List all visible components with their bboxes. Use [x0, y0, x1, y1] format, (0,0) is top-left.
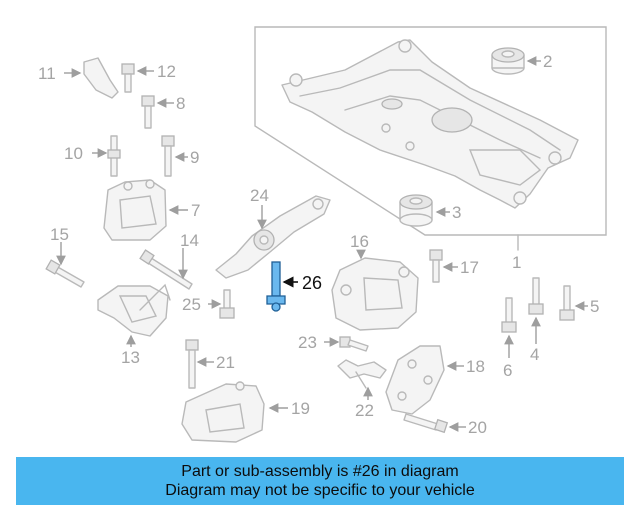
part-14-bolt[interactable]: [139, 249, 193, 290]
part-22-bracket[interactable]: [337, 359, 387, 389]
part-20-bolt[interactable]: [403, 413, 449, 434]
part-7-engine-mount[interactable]: [103, 179, 167, 241]
label-part-20[interactable]: 20: [468, 418, 487, 437]
label-part-17[interactable]: 17: [460, 258, 479, 277]
label-part-19[interactable]: 19: [291, 399, 310, 418]
label-part-7[interactable]: 7: [191, 201, 200, 220]
label-part-5[interactable]: 5: [590, 297, 599, 316]
part-18-bracket[interactable]: [385, 345, 445, 415]
label-part-26-highlighted[interactable]: 26: [302, 273, 322, 293]
label-part-24[interactable]: 24: [250, 186, 269, 205]
label-part-18[interactable]: 18: [466, 357, 485, 376]
part-24-torque-arm[interactable]: [215, 195, 331, 279]
leader-lines: [56, 56, 588, 432]
label-part-1[interactable]: 1: [512, 253, 521, 272]
label-part-2[interactable]: 2: [543, 52, 552, 71]
part-25-bolt[interactable]: [219, 289, 235, 319]
label-part-11[interactable]: 11: [38, 64, 56, 83]
label-part-6[interactable]: 6: [503, 361, 512, 380]
label-part-13[interactable]: 13: [121, 348, 140, 367]
label-part-22[interactable]: 22: [355, 401, 374, 420]
part-10-stud[interactable]: [107, 135, 121, 177]
part-4-bolt[interactable]: [528, 277, 544, 315]
banner-line-1: Part or sub-assembly is #26 in diagram: [181, 463, 459, 480]
label-part-8[interactable]: 8: [176, 94, 185, 113]
part-1-subframe[interactable]: [281, 39, 579, 209]
banner-line-2: Diagram may not be specific to your vehi…: [165, 482, 475, 499]
label-part-21[interactable]: 21: [216, 353, 235, 372]
part-6-bolt[interactable]: [501, 297, 517, 333]
label-part-23[interactable]: 23: [298, 333, 317, 352]
part-16-transmission-mount[interactable]: [331, 257, 419, 331]
label-part-9[interactable]: 9: [190, 148, 199, 167]
part-12-bolt[interactable]: [121, 63, 135, 93]
part-2-mount[interactable]: [491, 47, 525, 75]
label-part-10[interactable]: 10: [64, 144, 83, 163]
label-part-14[interactable]: 14: [180, 231, 199, 250]
part-number-labels: 1 2 3 4 5 6 7 8 9 10 11 12 13 14 15 16 1…: [38, 52, 599, 437]
part-11-bracket[interactable]: [83, 57, 119, 99]
label-part-4[interactable]: 4: [530, 345, 539, 364]
part-9-bolt[interactable]: [161, 135, 175, 177]
subframe-inset: [254, 26, 607, 251]
part-15-bolt[interactable]: [45, 259, 85, 288]
part-23-bolt[interactable]: [339, 336, 369, 352]
part-13-mount[interactable]: [97, 283, 171, 337]
label-part-12[interactable]: 12: [157, 62, 176, 81]
label-part-15[interactable]: 15: [50, 225, 69, 244]
part-8-bolt[interactable]: [141, 95, 155, 129]
part-21-bolt[interactable]: [185, 339, 199, 389]
part-5-bolt[interactable]: [559, 285, 575, 321]
part-19-mount[interactable]: [181, 381, 265, 443]
label-part-25[interactable]: 25: [182, 295, 201, 314]
label-part-16[interactable]: 16: [350, 232, 369, 251]
part-3-mount[interactable]: [399, 194, 433, 227]
info-banner: Part or sub-assembly is #26 in diagram D…: [16, 457, 624, 505]
label-part-3[interactable]: 3: [452, 203, 461, 222]
part-26-bolt[interactable]: [266, 261, 286, 312]
part-17-bolt[interactable]: [429, 249, 443, 283]
